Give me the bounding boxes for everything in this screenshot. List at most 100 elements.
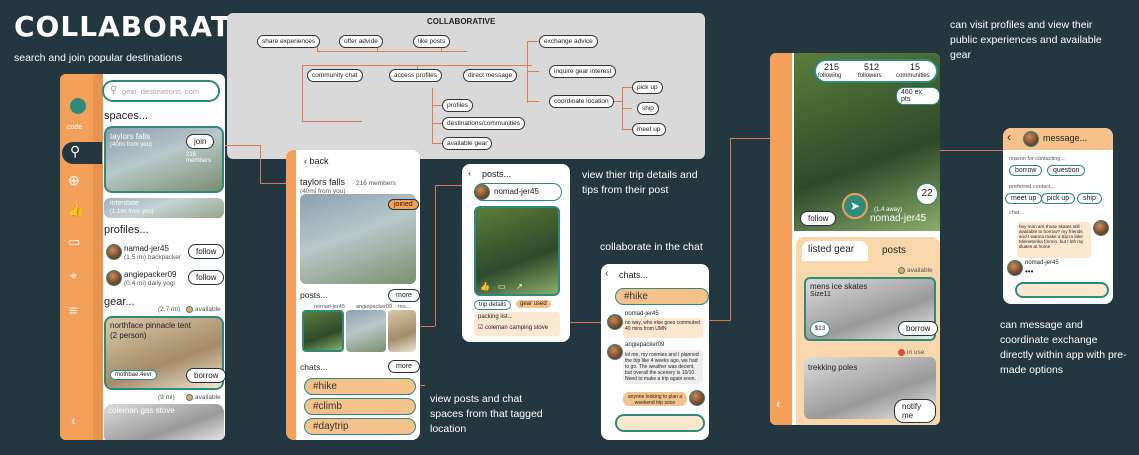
borrow-button[interactable]: borrow: [186, 368, 225, 383]
avatar: [607, 344, 623, 360]
search-nav-active[interactable]: ⚲: [62, 142, 102, 164]
follow-button[interactable]: follow: [188, 244, 225, 259]
note-message: can message and coordinate exchange dire…: [1000, 319, 1127, 376]
join-button[interactable]: join: [186, 134, 215, 149]
contact-option[interactable]: pick up: [1041, 193, 1076, 204]
followers-count: 512: [864, 62, 880, 72]
post-thumb[interactable]: [388, 310, 416, 352]
space-members: 216 members: [356, 180, 396, 187]
reason-option[interactable]: borrow: [1009, 165, 1043, 176]
space-card-taylors[interactable]: taylors falls (40mi from you) 216 member…: [104, 126, 224, 193]
gear-card-stove[interactable]: coleman gas stove: [104, 404, 224, 440]
message-back-button[interactable]: ‹: [1007, 130, 1011, 144]
send-message-button[interactable]: ➤: [842, 193, 868, 219]
back-button[interactable]: ‹ back: [304, 156, 329, 166]
notify-button[interactable]: notify me: [894, 399, 936, 423]
avatar: [1093, 220, 1109, 236]
borrow-button[interactable]: borrow: [898, 321, 939, 336]
follow-button[interactable]: follow: [800, 211, 837, 226]
screen-space: ‹ back taylors falls (40mi from you) 216…: [286, 150, 420, 440]
menu-icon[interactable]: ≡: [69, 302, 78, 318]
avatar: [607, 314, 623, 330]
profile-name: namad-jer45: [124, 244, 169, 253]
follow-button[interactable]: follow: [188, 270, 225, 285]
gear-card-poles[interactable]: trekking poles notify me: [804, 357, 936, 423]
tab-trip-details[interactable]: trip details: [474, 300, 512, 310]
following-label: following: [818, 73, 842, 79]
space-title: taylors falls: [110, 132, 151, 141]
profile-icon[interactable]: [70, 98, 86, 114]
chat-tag[interactable]: #climb: [304, 398, 416, 415]
node-profiles: profiles: [442, 99, 473, 112]
tab-posts[interactable]: posts: [882, 245, 906, 256]
owner-tag[interactable]: mothbae.4evr: [110, 370, 157, 380]
node-destinations: destinations/communities: [442, 117, 525, 130]
back-chevron-icon[interactable]: ‹: [71, 412, 76, 428]
gear-distance: (9 mi): [158, 394, 175, 401]
chat-back-button[interactable]: ‹: [605, 268, 609, 279]
note-chat: collaborate in the chat: [600, 241, 703, 253]
status-dot: [898, 267, 905, 274]
node-ship: ship: [637, 102, 659, 115]
chat-icon[interactable]: ▭: [68, 234, 81, 249]
gear-card-tent[interactable]: northface pinnacle tent (2 person) mothb…: [104, 316, 225, 390]
joined-badge[interactable]: joined: [388, 199, 419, 210]
note-profiles: can visit profiles and view their public…: [950, 19, 1102, 61]
chat-tag[interactable]: #hike: [304, 378, 416, 395]
post-back-button[interactable]: ‹: [468, 168, 471, 178]
share-icon[interactable]: ↗: [516, 282, 523, 291]
post-user: nomad-jer45: [314, 304, 345, 310]
search-input[interactable]: ⚲ gear, destinations, com: [102, 80, 220, 102]
packing-item: ☑ coleman camping stove: [478, 325, 549, 331]
gear-title: trekking poles: [808, 363, 858, 372]
screen-post: ‹ posts... nomad-jer45 👍 ▭ ↗ trip detail…: [462, 164, 570, 342]
status-label: in use: [907, 349, 925, 356]
post-thumb[interactable]: [346, 310, 386, 352]
node-gear: available gear: [442, 137, 493, 150]
location-icon[interactable]: ⌖: [70, 268, 78, 283]
chat-tag[interactable]: #hike: [615, 288, 709, 305]
space-distance: (40mi from you): [300, 188, 346, 195]
gear-sub: (2 person): [110, 331, 147, 340]
chat-tag[interactable]: #daytrip: [304, 418, 416, 435]
diagram-title: COLLABORATIVE: [427, 17, 496, 26]
message-bubble: hey man are those skates still available…: [1017, 222, 1091, 258]
avatar: [1007, 260, 1023, 276]
contact-option[interactable]: ship: [1077, 193, 1102, 204]
thumbs-up-icon[interactable]: 👍: [68, 202, 85, 217]
tab-listed-gear[interactable]: listed gear: [802, 241, 868, 261]
node-coordinate: coordinate location: [549, 95, 614, 108]
more-posts-button[interactable]: more: [388, 289, 420, 302]
post-user: mo...: [398, 304, 411, 310]
more-chats-button[interactable]: more: [388, 360, 420, 373]
status-dot: [898, 349, 905, 356]
typing-indicator: •••: [1025, 267, 1034, 276]
page-subtitle: search and join popular destinations: [14, 52, 183, 64]
gear-title: mens ice skates: [810, 282, 868, 291]
plus-icon[interactable]: ⊕: [68, 172, 80, 188]
gear-title: northface pinnacle tent: [110, 321, 191, 330]
post-image: 👍 ▭ ↗: [474, 206, 560, 296]
reason-option[interactable]: question: [1047, 165, 1086, 176]
message-input[interactable]: [1015, 282, 1109, 298]
contact-option[interactable]: meet up: [1005, 193, 1043, 204]
chat-input[interactable]: [615, 414, 705, 432]
distance-label: (1.4 away): [874, 207, 903, 213]
node-meetup: meet up: [632, 123, 666, 136]
post-user: angiepacker09: [356, 304, 393, 310]
node-inquire: inquire gear interest: [549, 65, 617, 78]
post-username: nomad-jer45: [494, 187, 539, 196]
gear-title: coleman gas stove: [108, 406, 175, 415]
like-icon[interactable]: 👍: [480, 282, 490, 291]
gear-size: Size11: [810, 291, 831, 298]
back-chevron-icon[interactable]: ‹: [776, 395, 781, 411]
tab-gear-used[interactable]: gear used: [516, 300, 551, 308]
gear-card-skates[interactable]: mens ice skates Size11 $13 borrow: [804, 277, 939, 341]
comment-icon[interactable]: ▭: [498, 282, 506, 291]
node-share: share experiences: [257, 35, 321, 48]
post-thumb[interactable]: [302, 310, 344, 352]
space-card-interstate[interactable]: interstate (1.1mi from you): [104, 198, 224, 218]
reason-label: reason for contacting...: [1009, 156, 1065, 162]
gear-heading: gear...: [104, 296, 135, 308]
search-placeholder: gear, destinations, com: [122, 87, 200, 96]
